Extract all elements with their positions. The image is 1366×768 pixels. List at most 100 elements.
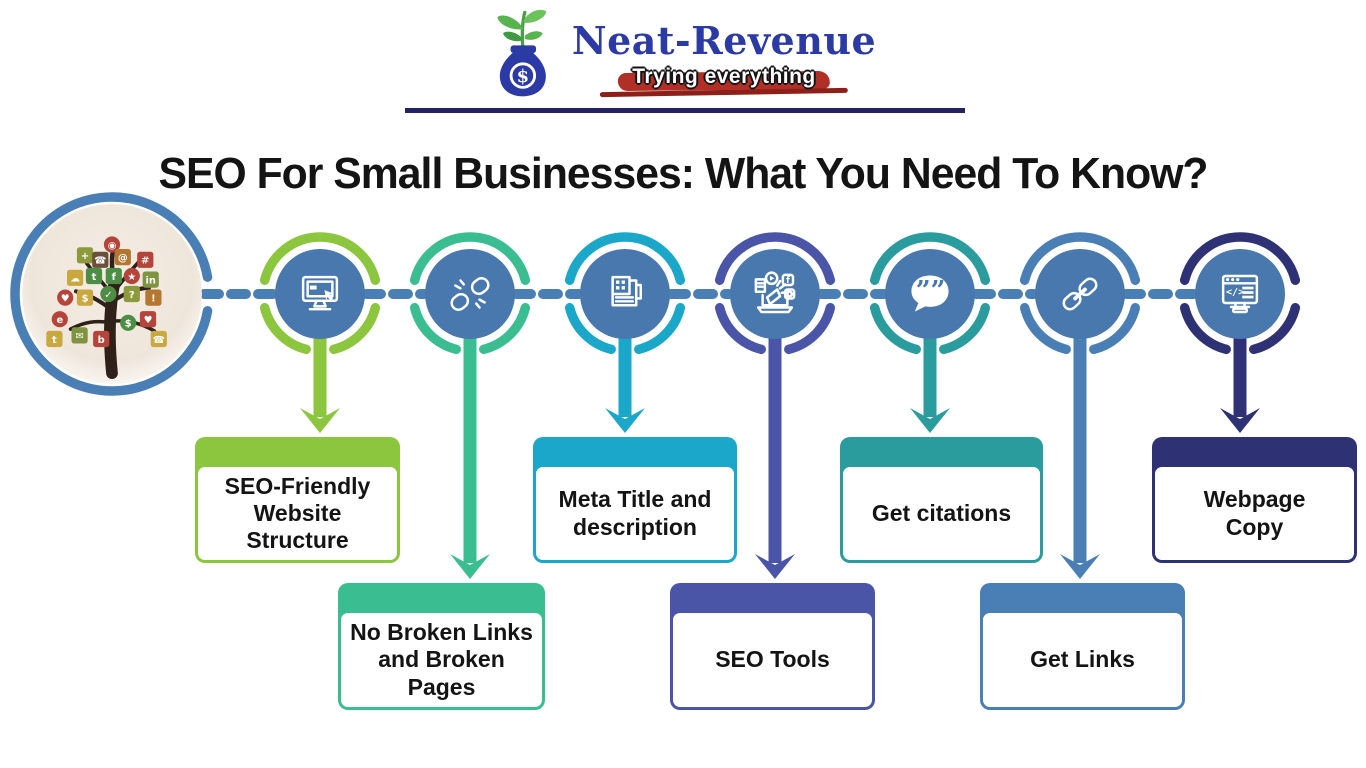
broken-link-icon [450,277,490,311]
step-ring [1179,232,1301,285]
svg-text:f: f [112,272,117,283]
brand-block: Neat-Revenue Trying everything [571,18,877,98]
svg-text:#: # [141,256,149,267]
step-label: No Broken Links and Broken Pages [350,619,533,700]
step-ring [1179,303,1231,355]
svg-text:b: b [98,335,105,346]
step-arrowhead [300,408,340,433]
step-arrowhead [450,554,490,579]
step-box-body: No Broken Links and Broken Pages [341,613,542,707]
svg-text:in: in [145,275,155,286]
svg-text:?: ? [129,290,135,301]
svg-text:✉: ✉ [75,331,83,342]
brand-tagline: Trying everything [600,64,848,98]
svg-text:</>: </> [1226,287,1244,298]
svg-text:e: e [56,315,63,326]
hub-ring [10,192,213,396]
step-arrowhead [755,554,795,579]
step-arrowhead [1220,408,1260,433]
step-box: Get Links [980,583,1185,710]
step-box-body: SEO Tools [673,613,872,707]
link-icon [1062,277,1098,311]
step-circle [1035,249,1125,339]
citation-icon: ”” [911,275,949,312]
step-ring [564,232,686,285]
step-ring [869,232,991,285]
svg-text:$: $ [82,293,89,304]
svg-text:””: ”” [916,276,946,306]
step-ring [869,303,921,355]
svg-text:@: @ [118,253,128,264]
svg-text:✓: ✓ [104,290,112,301]
step-box: No Broken Links and Broken Pages [338,583,545,710]
header: $ Neat-Revenue Trying everything [490,6,876,98]
svg-text:f: f [786,276,790,286]
step-box-body: SEO-Friendly Website Structure [198,467,397,560]
step-label: Get citations [871,499,1012,526]
svg-text:♥: ♥ [144,315,153,326]
step-arrowhead [605,408,645,433]
step-label: SEO-Friendly Website Structure [224,472,371,554]
step-ring [634,303,686,355]
step-ring [1019,303,1071,355]
step-box: Get citations [840,437,1043,563]
tagline-text: Trying everything [632,65,816,88]
step-circle [580,249,670,339]
step-ring [939,303,991,355]
svg-text:☎: ☎ [153,335,165,346]
step-ring [784,303,836,355]
step-box-body: Get Links [983,613,1182,707]
step-ring [1089,303,1141,355]
step-box-body: Meta Title and description [536,467,734,560]
svg-text:☎: ☎ [94,256,106,267]
step-box: SEO-Friendly Website Structure [195,437,400,563]
svg-text:+: + [81,251,89,262]
money-bag-plant-logo: $ [497,9,547,97]
news-icon [611,275,642,307]
header-divider-line [405,108,965,113]
step-ring [1249,303,1301,355]
step-ring [329,303,381,355]
step-circle: </> [1195,249,1285,339]
page-title: SEO For Small Businesses: What You Need … [158,149,1208,199]
step-box: SEO Tools [670,583,875,710]
step-circle [425,249,515,339]
step-label: Meta Title and description [558,486,712,540]
step-circle: f [730,249,820,339]
digital-marketing-icon: f [754,271,796,314]
svg-text:$: $ [517,66,529,87]
monitor-icon [301,275,339,311]
step-label: SEO Tools [715,646,830,673]
brand-name: Neat-Revenue [571,18,877,63]
step-label: Get Links [1030,646,1135,673]
step-ring [259,303,311,355]
step-circle: ”” [885,249,975,339]
step-ring [714,303,766,355]
step-arrowhead [1060,554,1100,579]
step-ring [479,303,531,355]
svg-text:!: ! [151,293,156,304]
step-box-body: Get citations [843,467,1040,560]
step-ring [564,303,616,355]
svg-text:t: t [52,335,57,346]
svg-text:♥: ♥ [61,293,70,304]
webpage-code-icon: </> [1221,274,1259,314]
step-ring [409,232,531,285]
step-box-body: Webpage Copy [1155,467,1354,560]
step-label: Webpage Copy [1203,486,1306,540]
step-box: Webpage Copy [1152,437,1357,563]
step-arrowhead [910,408,950,433]
step-ring [1019,232,1141,285]
svg-text:☁: ☁ [70,274,80,285]
step-ring [714,232,836,285]
svg-text:$: $ [125,319,132,330]
step-ring [259,232,381,285]
step-box: Meta Title and description [533,437,737,563]
svg-text:t: t [92,272,97,283]
step-circle [275,249,365,339]
step-ring [409,303,461,355]
svg-text:★: ★ [127,272,136,283]
